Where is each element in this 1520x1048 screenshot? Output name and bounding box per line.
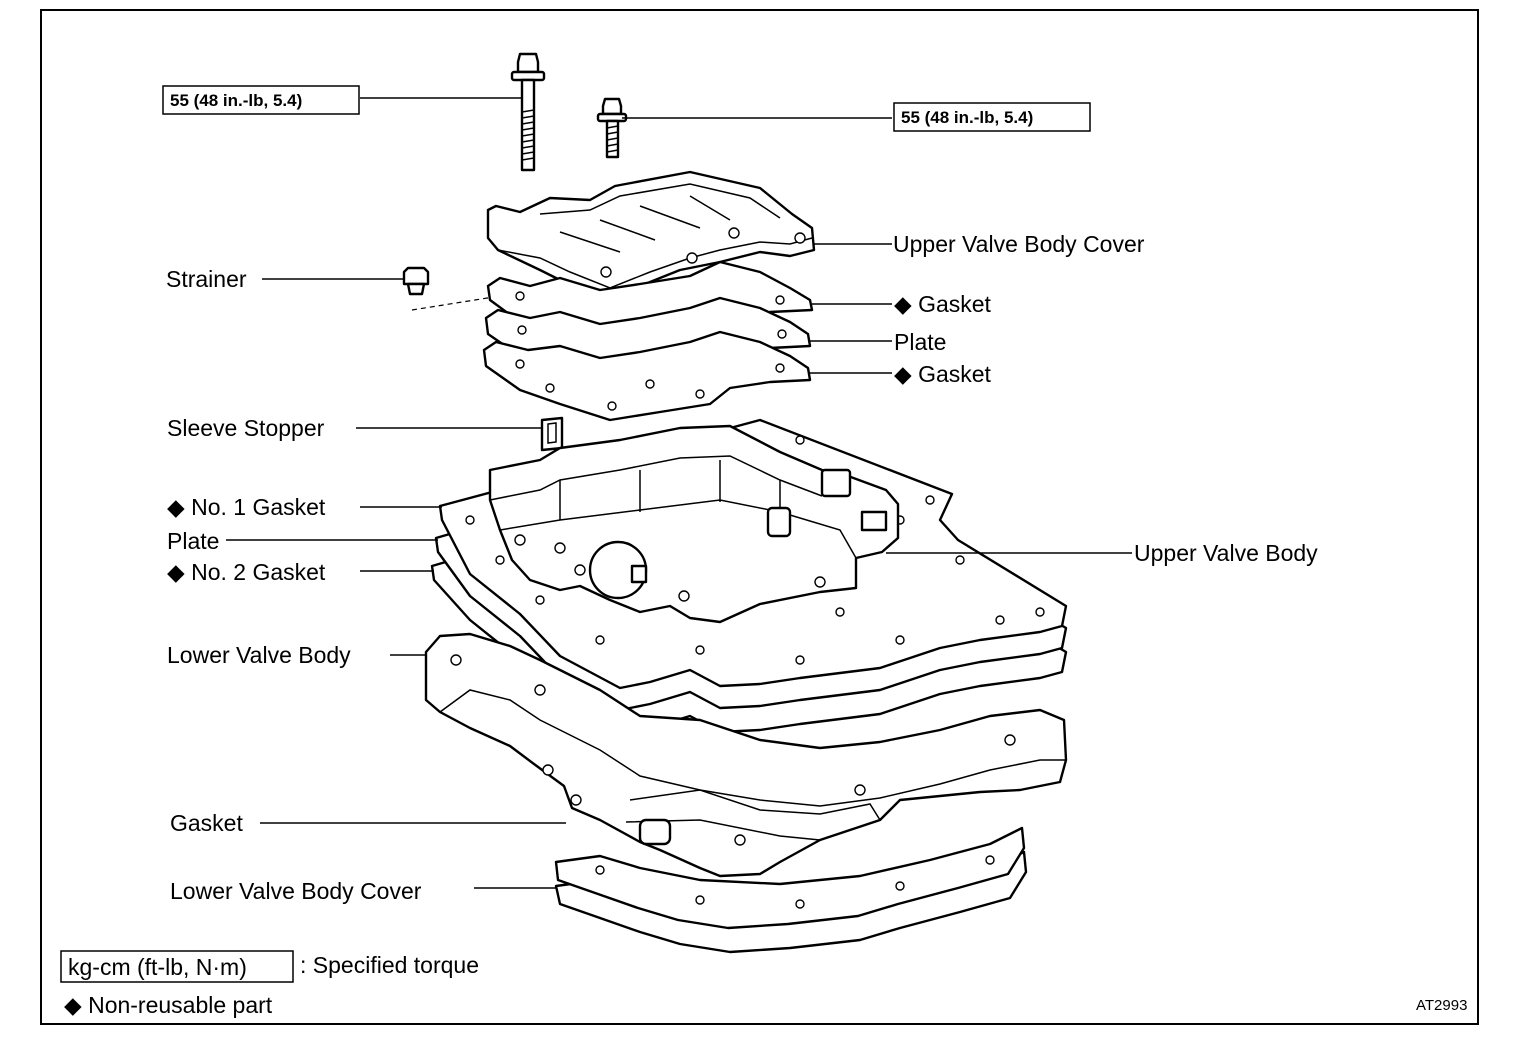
figure-code: AT2993 — [1416, 997, 1467, 1014]
short-bolt-icon — [596, 97, 628, 159]
long-bolt-icon — [510, 52, 546, 172]
label-lower-valve-body-cover: Lower Valve Body Cover — [170, 878, 422, 904]
legend-torque-unit: kg-cm (ft-lb, N·m) — [68, 954, 247, 980]
label-gasket-upper-2: ◆ Gasket — [894, 361, 992, 387]
lower-valve-body-part — [424, 632, 1068, 878]
label-gasket-upper-1: ◆ Gasket — [894, 291, 992, 317]
legend-non-reusable: ◆ Non-reusable part — [64, 992, 273, 1018]
upper-gasket-2-part — [482, 330, 812, 422]
label-no2-gasket: ◆ No. 2 Gasket — [167, 559, 326, 585]
label-sleeve-stopper: Sleeve Stopper — [167, 415, 325, 441]
lower-gasket-part — [554, 826, 1026, 930]
strainer-part — [402, 266, 501, 311]
torque-box-left — [162, 85, 360, 115]
label-upper-valve-body-cover: Upper Valve Body Cover — [893, 231, 1145, 257]
diagram-frame — [40, 9, 1479, 1025]
torque-box-right — [893, 102, 1091, 132]
leader-lines — [226, 97, 1132, 889]
label-gasket-lower: Gasket — [170, 810, 243, 836]
torque-label-left: 55 (48 in.-lb, 5.4) — [170, 91, 302, 110]
label-no1-gasket: ◆ No. 1 Gasket — [167, 494, 326, 520]
upper-valve-body-part — [488, 424, 900, 624]
label-strainer: Strainer — [166, 266, 247, 292]
label-plate-middle: Plate — [167, 528, 219, 554]
legend-torque-box — [60, 950, 294, 983]
label-upper-valve-body: Upper Valve Body — [1134, 540, 1318, 566]
torque-label-right: 55 (48 in.-lb, 5.4) — [901, 108, 1033, 127]
label-lower-valve-body: Lower Valve Body — [167, 642, 351, 668]
label-plate-upper: Plate — [894, 329, 946, 355]
legend-torque-text: : Specified torque — [300, 952, 479, 978]
